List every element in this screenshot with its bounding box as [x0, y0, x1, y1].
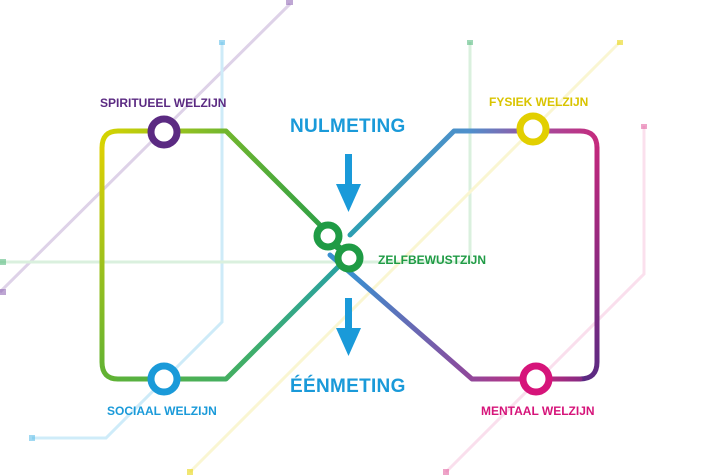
arrow-top-head [336, 184, 361, 212]
route-right-top [347, 128, 600, 238]
bg-line-purple [0, 2, 292, 294]
bg-end-yellow-bottom [187, 469, 193, 475]
bg-end-green-left [0, 259, 6, 265]
bg-end-purple-top [286, 0, 293, 5]
station-fysiek-label[interactable]: FYSIEK WELZIJN [489, 95, 589, 109]
center-link [331, 241, 346, 254]
bg-line-yellow [188, 40, 622, 474]
bg-end-yellow-top [617, 40, 623, 45]
station-spiritueel[interactable] [147, 115, 181, 149]
station-sociaal-label[interactable]: SOCIAAL WELZIJN [107, 404, 217, 418]
station-sociaal-ring [147, 362, 181, 396]
bg-end-green-top [467, 40, 473, 45]
bg-end-purple-left [0, 289, 6, 295]
station-mentaal-label[interactable]: MENTAAL WELZIJN [481, 404, 595, 418]
center-interchange[interactable] [313, 221, 364, 273]
center-ring-top [313, 221, 343, 251]
center-ring-bottom [334, 243, 364, 273]
arrow-down-bottom [336, 298, 361, 356]
route-left-top [99, 128, 333, 238]
station-spiritueel-label[interactable]: SPIRITUEEL WELZIJN [100, 96, 227, 110]
route-left-bottom [115, 252, 353, 382]
arrow-bottom-head [336, 328, 361, 356]
station-sociaal[interactable] [147, 362, 181, 396]
route-right-bottom [327, 252, 583, 382]
bg-end-cyan-left [29, 435, 35, 441]
station-fysiek[interactable] [516, 112, 550, 146]
center-label[interactable]: ZELFBEWUSTZIJN [378, 253, 486, 267]
bg-line-green [0, 42, 472, 264]
title-eenmeting: ÉÉNMETING [290, 376, 406, 397]
bg-end-pink-bottom [443, 469, 449, 475]
arrow-down-top [336, 154, 361, 212]
background-lines [0, 2, 646, 474]
title-nulmeting: NULMETING [290, 116, 406, 137]
arrow-top-shaft [345, 154, 352, 188]
station-fysiek-ring [516, 112, 550, 146]
bg-end-pink-top [641, 124, 647, 129]
station-spiritueel-ring [147, 115, 181, 149]
route-left-vertical [99, 145, 121, 382]
background-line-ends [0, 0, 647, 475]
route-right-vertical [577, 145, 600, 382]
bg-end-cyan-top [219, 40, 225, 45]
station-mentaal-ring [519, 362, 553, 396]
station-mentaal[interactable] [519, 362, 553, 396]
bg-line-pink [444, 126, 646, 474]
arrow-bottom-shaft [345, 298, 352, 332]
